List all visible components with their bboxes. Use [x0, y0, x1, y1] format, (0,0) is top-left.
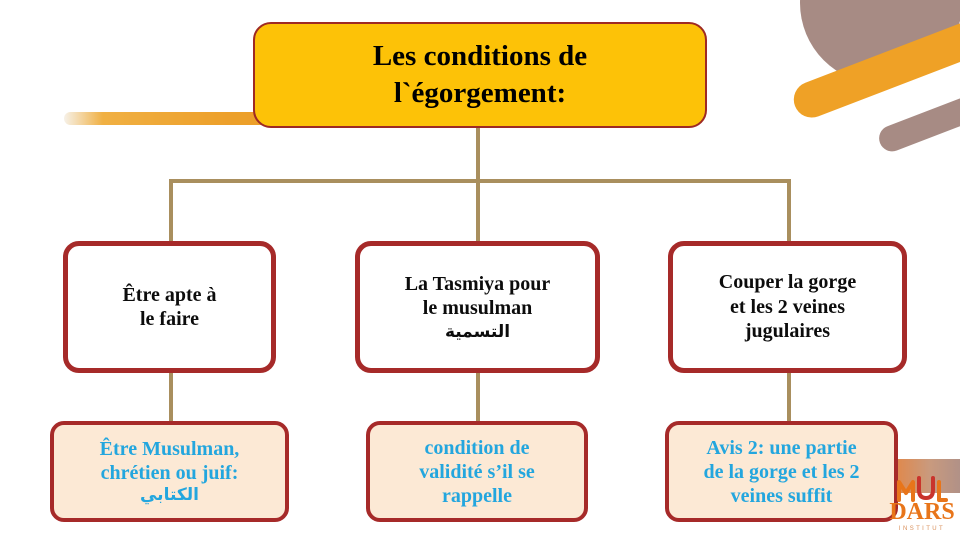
decorative-orange-bar — [788, 0, 960, 123]
connector-branch-right — [787, 179, 791, 241]
detail-leaf-3-line-1: Avis 2: une partie — [706, 436, 857, 459]
condition-node-3-line-2: et les 2 veines — [730, 295, 845, 318]
condition-node-3-line-3: jugulaires — [744, 320, 831, 343]
connector-branch-middle — [476, 179, 480, 241]
detail-leaf-2: condition de validité s’il se rappelle — [366, 421, 588, 522]
condition-node-2-line-2: le musulman — [422, 297, 533, 320]
detail-leaf-1-line-2: chrétien ou juif: — [100, 462, 239, 485]
slide-title-line-2: l`égorgement: — [393, 77, 567, 109]
condition-node-2-arabic: التسمية — [444, 321, 511, 342]
detail-leaf-2-line-1: condition de — [424, 436, 530, 459]
connector-trunk-vertical — [476, 126, 480, 182]
connector-drop-right — [787, 372, 791, 422]
detail-leaf-2-line-3: rappelle — [442, 484, 512, 507]
connector-horizontal-bus — [169, 179, 791, 183]
connector-branch-left — [169, 179, 173, 241]
condition-node-1-line-2: le faire — [139, 308, 200, 330]
condition-node-1: Être apte à le faire — [63, 241, 276, 373]
decorative-mauve-circle — [800, 0, 960, 84]
detail-leaf-2-line-2: validité s’il se — [419, 460, 535, 483]
dars-logo-mark-icon — [897, 476, 948, 502]
decorative-mauve-bar-bottom — [875, 59, 960, 156]
dars-logo: DARS INSTITUT — [884, 476, 960, 540]
detail-leaf-3: Avis 2: une partie de la gorge et les 2 … — [665, 421, 898, 522]
slide-title-text: Les conditions de l`égorgement: — [373, 38, 587, 112]
detail-leaf-3-line-3: veines suffit — [730, 484, 833, 507]
dars-logo-subtitle: INSTITUT — [898, 526, 946, 532]
connector-drop-left — [169, 372, 173, 422]
condition-node-2: La Tasmiya pour le musulman التسمية — [355, 241, 600, 373]
condition-node-3: Couper la gorge et les 2 veines jugulair… — [668, 241, 907, 373]
condition-node-3-line-1: Couper la gorge — [718, 271, 857, 294]
dars-logo-wordmark: DARS — [889, 499, 955, 525]
detail-leaf-1-line-1: Être Musulman, — [99, 438, 240, 461]
slide-title-box: Les conditions de l`égorgement: — [253, 22, 707, 128]
detail-leaf-3-line-2: de la gorge et les 2 — [703, 460, 860, 483]
detail-leaf-1-arabic: الكتابي — [139, 485, 199, 506]
condition-node-1-line-1: Être apte à — [122, 283, 217, 306]
detail-leaf-1: Être Musulman, chrétien ou juif: الكتابي — [50, 421, 289, 522]
slide-title-line-1: Les conditions de — [372, 39, 588, 72]
connector-drop-middle — [476, 372, 480, 422]
condition-node-2-line-1: La Tasmiya pour — [404, 272, 551, 295]
